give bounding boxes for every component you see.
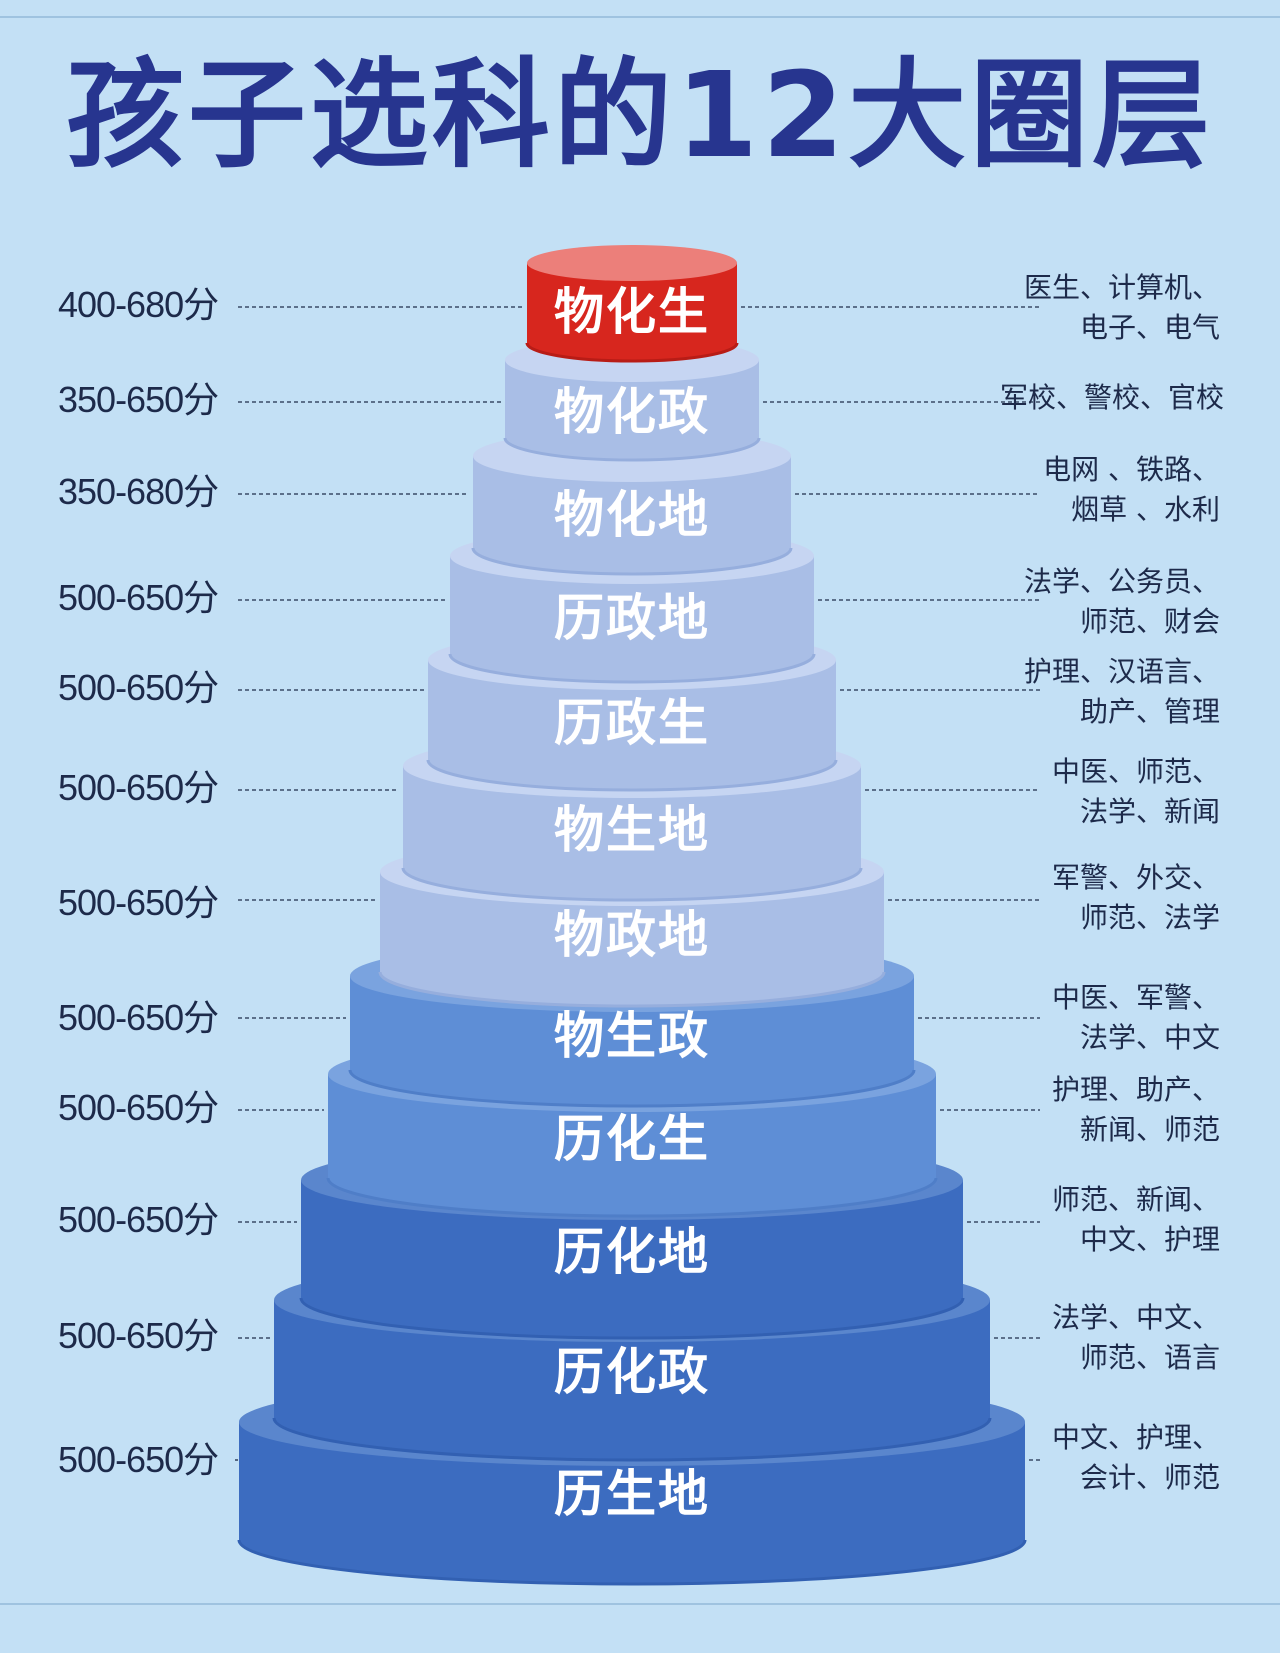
major-line: 电子、电气 [1079,311,1220,344]
major-line: 烟草 、水利 [1071,493,1220,526]
tier-body [380,872,884,1006]
major-line: 军校、警校、官校 [1000,381,1225,414]
tier-body [301,1180,963,1338]
tier-body [403,766,861,900]
tier-score: 500-650分 [58,882,219,923]
tier-majors: 护理、汉语言、助产、管理 [1000,652,1220,732]
major-line: 中文、护理 [1079,1223,1220,1256]
tier-combo-label: 物生地 [554,801,710,859]
tier-majors: 中文、护理、会计、师范 [1000,1418,1220,1498]
major-line: 师范、语言 [1079,1341,1220,1374]
major-line: 医生、计算机、 [1023,271,1220,304]
tier-bottom-edge [503,437,761,462]
major-line: 中文、护理、 [1051,1421,1220,1454]
tier-majors: 军警、外交、师范、法学 [1000,858,1220,938]
major-line: 新闻、师范 [1079,1113,1220,1146]
tier-score: 500-650分 [58,767,219,808]
tier-majors: 师范、新闻、中文、护理 [1000,1180,1220,1260]
tier-body [328,1074,936,1216]
tier-majors: 医生、计算机、电子、电气 [1000,268,1220,348]
tier-majors: 护理、助产、新闻、师范 [1000,1070,1220,1150]
major-line: 师范、法学 [1079,901,1220,934]
tier-combo-label: 物政地 [554,906,710,964]
major-line: 军警、外交、 [1051,861,1220,894]
tier-combo-label: 物生政 [554,1007,710,1065]
tier-majors: 法学、中文、师范、语言 [1000,1298,1220,1378]
tier-body [505,360,759,460]
tier-body [239,1422,1025,1584]
major-line: 师范、财会 [1079,605,1220,638]
tier-cap [527,245,737,281]
tier-combo-label: 历化生 [554,1110,710,1168]
tier-combo-label: 历化政 [554,1343,710,1401]
top-frame-line [0,16,1280,18]
tier-combo-label: 历化地 [554,1223,710,1281]
tier-combo-label: 历政地 [554,589,710,647]
tier-majors: 法学、公务员、师范、财会 [1000,562,1220,642]
tier-body [274,1300,990,1460]
tier-bottom-edge [299,1297,965,1340]
tier-score: 500-650分 [58,577,219,618]
tier-majors: 中医、军警、法学、中文 [1000,978,1220,1058]
major-line: 护理、助产、 [1051,1073,1220,1106]
major-line: 中医、师范、 [1051,755,1220,788]
tier-majors: 电网 、铁路、烟草 、水利 [1000,450,1220,530]
tier-body [450,556,814,682]
tier-bottom-edge [426,759,838,792]
tier-bottom-edge [471,547,793,576]
tier-combo-label: 历生地 [554,1465,710,1523]
tier-body [473,456,791,574]
tier-body [527,263,737,361]
tier-score: 500-650分 [58,1439,219,1480]
tier-majors: 中医、师范、法学、新闻 [1000,752,1220,832]
tier-score: 400-680分 [58,284,219,325]
tier-bottom-edge [326,1177,938,1218]
major-line: 师范、新闻、 [1051,1183,1220,1216]
tier-combo-label: 历政生 [554,694,710,752]
major-line: 护理、汉语言、 [1023,655,1220,688]
tier-body [350,976,914,1106]
tier-score: 500-650分 [58,1199,219,1240]
tier-body [428,660,836,790]
tier-bottom-edge [272,1417,992,1462]
tier-combo-label: 物化生 [554,283,710,341]
major-line: 会计、师范 [1079,1461,1220,1494]
tier-score: 350-650分 [58,379,219,420]
tier-bottom-edge [237,1539,1027,1586]
tier-bottom-edge [348,1069,916,1108]
major-line: 电网 、铁路、 [1043,453,1220,486]
tier-bottom-edge [401,867,863,902]
tier-score: 500-650分 [58,997,219,1038]
tier-bottom-edge [378,971,886,1008]
tier-score: 500-650分 [58,1315,219,1356]
tier-combo-label: 物化政 [554,383,710,441]
major-line: 法学、公务员、 [1023,565,1220,598]
major-line: 法学、中文、 [1051,1301,1220,1334]
major-line: 法学、新闻 [1079,795,1220,828]
page-title: 孩子选科的12大圈层 [65,46,1215,184]
tier-1: 物化生 [525,245,739,363]
major-line: 助产、管理 [1079,695,1220,728]
tier-bottom-edge [525,342,739,363]
bottom-frame-line [0,1603,1280,1605]
major-line: 法学、中文 [1079,1021,1220,1054]
tier-score: 350-680分 [58,471,219,512]
tier-score: 500-650分 [58,667,219,708]
tier-majors: 军校、警校、官校 [1000,378,1225,418]
tier-combo-label: 物化地 [554,486,710,544]
tier-score: 500-650分 [58,1087,219,1128]
tier-bottom-edge [448,653,816,684]
major-line: 中医、军警、 [1051,981,1220,1014]
